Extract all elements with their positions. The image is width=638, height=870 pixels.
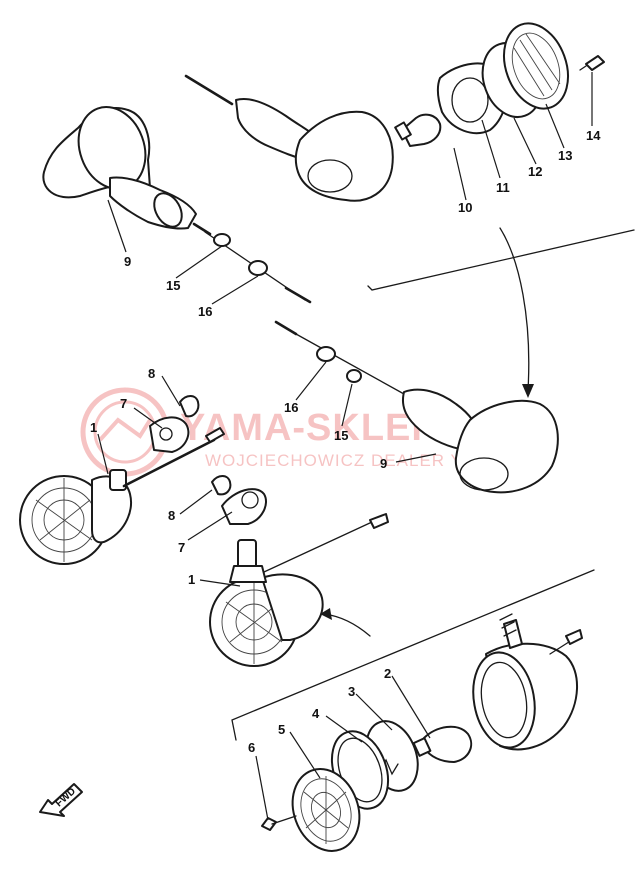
nut-top-left bbox=[213, 233, 231, 247]
bulb-socket-left bbox=[149, 416, 190, 453]
bulb-center bbox=[211, 475, 232, 496]
bulb-left bbox=[179, 395, 200, 418]
leader-lines bbox=[97, 72, 593, 821]
arrow-head-bottom-icon bbox=[320, 608, 332, 620]
assembly-arrow-top bbox=[499, 227, 530, 391]
callout-numbers: 9 15 16 10 11 12 13 14 16 15 9 8 7 1 8 7… bbox=[90, 128, 601, 755]
turn-signal-body-right-middle bbox=[274, 320, 559, 494]
lamp-housing-left bbox=[19, 427, 225, 565]
bulb-top-right bbox=[394, 113, 442, 147]
callout-11: 11 bbox=[496, 180, 510, 195]
screw-top-right bbox=[579, 55, 605, 71]
wire-end-top-left bbox=[284, 286, 312, 304]
washer-right-middle bbox=[316, 346, 336, 362]
callout-15-top: 15 bbox=[166, 278, 180, 293]
bracket-line-bottom bbox=[231, 569, 595, 741]
callout-16-top: 16 bbox=[198, 304, 212, 319]
callout-12: 12 bbox=[528, 164, 542, 179]
callout-9-top: 9 bbox=[124, 254, 131, 269]
callout-3: 3 bbox=[348, 684, 355, 699]
bulb-socket-center bbox=[221, 488, 267, 525]
callout-16-middle: 16 bbox=[284, 400, 298, 415]
arrow-head-icon bbox=[522, 384, 534, 398]
turn-signal-body-top-left bbox=[42, 106, 306, 301]
lens-top-right bbox=[503, 22, 569, 110]
nut-right-middle bbox=[346, 369, 362, 383]
callout-1-center: 1 bbox=[188, 572, 195, 587]
lamp-housing-bottom-right bbox=[472, 613, 583, 751]
callout-5: 5 bbox=[278, 722, 285, 737]
screw-bottom bbox=[261, 815, 297, 831]
lens-bottom bbox=[291, 768, 361, 852]
callout-8-center: 8 bbox=[168, 508, 175, 523]
callout-10: 10 bbox=[458, 200, 472, 215]
fwd-arrow-icon: FWD bbox=[39, 783, 83, 817]
callout-9-middle: 9 bbox=[380, 456, 387, 471]
watermark-subtitle: WOJCIECHOWICZ DEALER YAMAHA bbox=[205, 451, 527, 470]
callout-13: 13 bbox=[558, 148, 572, 163]
turn-signal-body-top-center bbox=[184, 74, 394, 202]
callout-1-left: 1 bbox=[90, 420, 97, 435]
bulb-bottom bbox=[412, 725, 473, 763]
lamp-housing-center bbox=[209, 513, 389, 667]
callout-8-left: 8 bbox=[148, 366, 155, 381]
callout-7-left: 7 bbox=[120, 396, 127, 411]
bracket-line-top bbox=[367, 229, 635, 291]
callout-15-middle: 15 bbox=[334, 428, 348, 443]
callout-4: 4 bbox=[312, 706, 320, 721]
callout-7-center: 7 bbox=[178, 540, 185, 555]
callout-14: 14 bbox=[586, 128, 601, 143]
washer-top-left bbox=[248, 260, 268, 276]
callout-6: 6 bbox=[248, 740, 255, 755]
callout-2: 2 bbox=[384, 666, 391, 681]
